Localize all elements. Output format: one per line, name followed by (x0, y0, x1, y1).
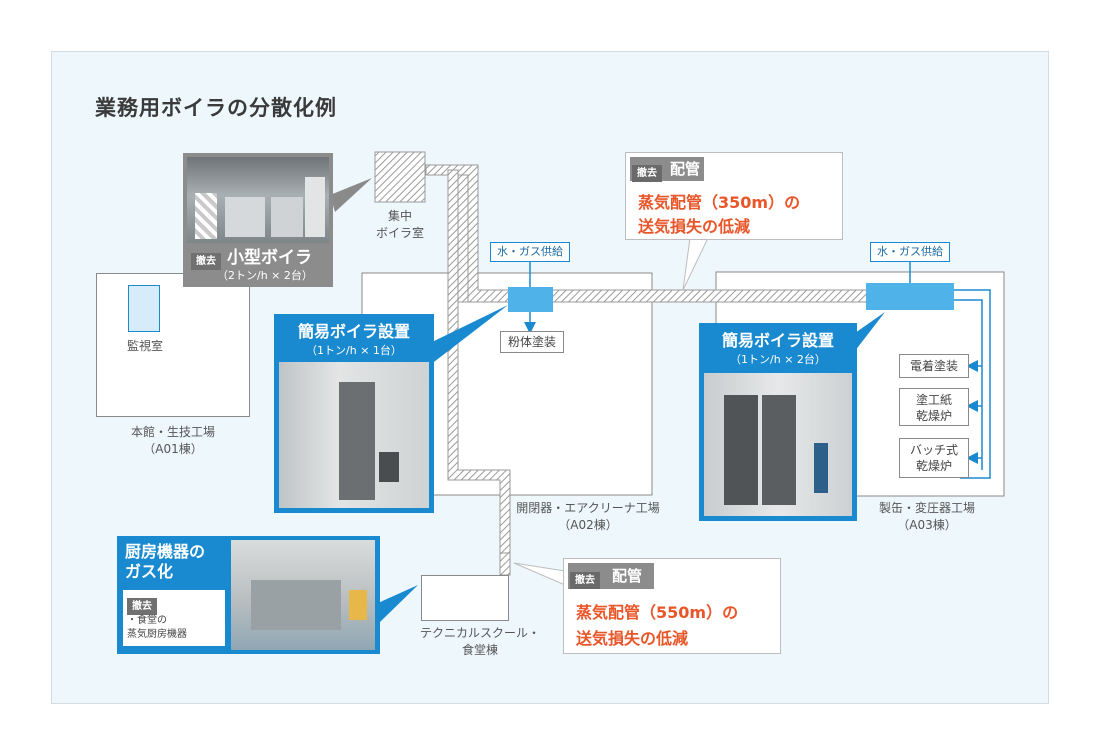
small-boiler-photo-unit1 (225, 197, 265, 237)
kitchen-note-line1: ・食堂の (127, 615, 167, 626)
boiler2-photo-tank (814, 443, 828, 493)
building-tech-name: テクニカルスクール・ (419, 626, 540, 640)
pipe-bottom-tag-text: 撤去 (570, 572, 600, 589)
kitchen-photo-equipment (251, 580, 341, 630)
small-boiler-tag: 撤去 (191, 249, 221, 270)
pipe-top-line1: 蒸気配管（350m）の (638, 193, 801, 212)
kitchen-note: ・食堂の 蒸気厨房機器 (127, 614, 187, 642)
boiler1-photo (279, 362, 429, 508)
small-boiler-pointer (330, 178, 372, 212)
building-a01 (96, 273, 250, 417)
central-room-line1: 集中 (387, 209, 412, 223)
boiler2-photo (704, 373, 852, 516)
kitchen-pointer (378, 585, 418, 622)
kitchen-note-box: 撤去 ・食堂の 蒸気厨房機器 (123, 590, 225, 646)
kitchen-note-line2: 蒸気厨房機器 (127, 629, 187, 640)
kitchen-tag-text: 撤去 (127, 598, 157, 615)
boiler2-spec: （1トン/h × 2台） (730, 353, 826, 366)
central-boiler-room-box (374, 151, 426, 203)
pipe-top-pointer (682, 237, 709, 291)
boiler1-photo-unit (339, 382, 375, 500)
small-boiler-tag-text: 撤去 (191, 253, 221, 270)
building-a03-code: （A03棟） (897, 518, 957, 532)
small-boiler-photo (187, 157, 329, 243)
monitor-room-label: 監視室 (126, 339, 163, 353)
kitchen-title: 厨房機器の ガス化 (125, 542, 205, 582)
building-a03-caption: 製缶・変圧器工場 （A03棟） (862, 500, 992, 534)
page-title: 業務用ボイラの分散化例 (95, 96, 337, 120)
central-room-caption: 集中 ボイラ室 (362, 208, 438, 242)
pipe-top-tag: 撤去 (632, 161, 662, 182)
a03-unit3-line1: バッチ式 (909, 443, 958, 457)
small-boiler-photo-hatch (195, 193, 217, 239)
kitchen-title-line1: 厨房機器の (125, 542, 206, 561)
small-boiler-card: 撤去 小型ボイラ （2トン/h × 2台） (183, 153, 333, 287)
a03-unit-electrodeposition: 電着塗装 (899, 354, 969, 378)
boiler2-card: 簡易ボイラ設置 （1トン/h × 2台） (699, 323, 857, 521)
supply-label-2: 水・ガス供給 (870, 242, 950, 262)
building-a02-code: （A02棟） (558, 518, 618, 532)
building-a03-name: 製缶・変圧器工場 (878, 501, 975, 515)
pipe-bottom-line2: 送気損失の低減 (576, 629, 689, 648)
building-tech-name2: 食堂棟 (461, 643, 498, 657)
kitchen-photo-accent (349, 590, 367, 620)
boiler1-photo-side (379, 452, 399, 482)
supply-lines (524, 262, 991, 479)
building-a02-caption: 開閉器・エアクリーナ工場 （A02棟） (508, 500, 668, 534)
pipe-bottom-pointer (513, 562, 566, 586)
pipe-bottom-line1: 蒸気配管（550m）の (576, 603, 739, 622)
kitchen-title-line2: ガス化 (125, 562, 174, 581)
boiler2-marker (866, 283, 954, 310)
a03-unit2-line1: 塗工紙 (915, 393, 952, 407)
boiler2-photo-unit1 (724, 395, 758, 505)
kitchen-tag: 撤去 (127, 594, 157, 615)
pipe-bottom-callout: 撤去 配管 蒸気配管（550m）の 送気損失の低減 (563, 558, 781, 654)
a03-unit3-line2: 乾燥炉 (915, 459, 952, 473)
powder-coating-box: 粉体塗装 (500, 331, 564, 353)
pipe-top-callout: 撤去 配管 蒸気配管（350m）の 送気損失の低減 (625, 152, 843, 240)
pipe-top-head: 配管 (670, 160, 701, 178)
building-a01-caption: 本館・生技工場 （A01棟） (96, 424, 250, 458)
boiler1-pointer (430, 305, 508, 365)
central-room-line2: ボイラ室 (375, 226, 424, 240)
building-a01-name: 本館・生技工場 (130, 425, 215, 439)
small-boiler-photo-unit2 (271, 197, 303, 237)
supply-label-1: 水・ガス供給 (490, 242, 570, 262)
building-tech (421, 575, 509, 621)
building-a02-name: 開閉器・エアクリーナ工場 (516, 501, 660, 515)
pipe-top-tag-text: 撤去 (632, 165, 662, 182)
pipe-top-line2: 送気損失の低減 (638, 217, 751, 236)
removed-steam-pipes (425, 164, 868, 576)
boiler1-marker (508, 287, 553, 312)
building-a01-code: （A01棟） (143, 442, 203, 456)
a03-unit-batch-dryer: バッチ式 乾燥炉 (899, 438, 969, 478)
boiler1-spec: （1トン/h × 1台） (306, 344, 402, 357)
boiler1-title: 簡易ボイラ設置 (297, 322, 410, 341)
kitchen-card: 厨房機器の ガス化 撤去 ・食堂の 蒸気厨房機器 (117, 536, 380, 654)
a03-unit-coated-paper-dryer: 塗工紙 乾燥炉 (899, 388, 969, 426)
boiler1-card: 簡易ボイラ設置 （1トン/h × 1台） (274, 314, 434, 513)
monitor-room-box (128, 285, 160, 332)
small-boiler-spec: （2トン/h × 2台） (217, 269, 313, 282)
boiler2-photo-unit2 (762, 395, 796, 505)
small-boiler-photo-unit3 (305, 177, 325, 237)
small-boiler-title: 小型ボイラ (227, 248, 312, 268)
kitchen-photo (231, 540, 375, 650)
building-tech-caption: テクニカルスクール・ 食堂棟 (415, 625, 545, 659)
pipe-bottom-tag: 撤去 (570, 568, 600, 589)
a03-unit2-line2: 乾燥炉 (915, 409, 952, 423)
boiler2-title: 簡易ボイラ設置 (721, 331, 834, 350)
pipe-bottom-head: 配管 (612, 567, 643, 585)
